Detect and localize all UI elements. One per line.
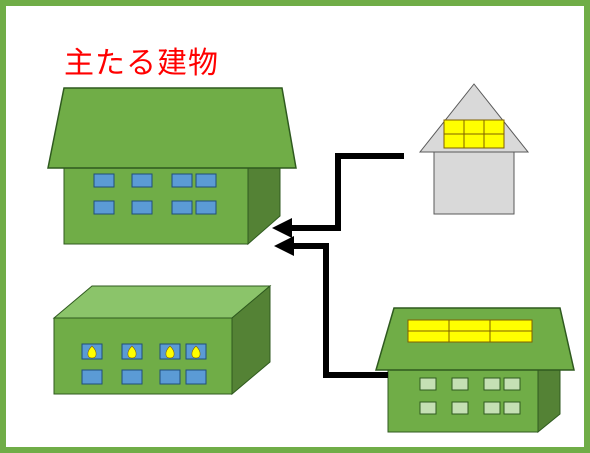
lit-window bbox=[185, 343, 207, 360]
window bbox=[419, 401, 437, 415]
window bbox=[451, 401, 469, 415]
window bbox=[93, 173, 115, 188]
lit-window bbox=[121, 343, 143, 360]
window bbox=[503, 401, 521, 415]
lit-window bbox=[81, 343, 103, 360]
small-house-wall bbox=[433, 151, 515, 215]
small-house-icon bbox=[418, 83, 530, 215]
main-building-label: 主たる建物 bbox=[64, 46, 219, 81]
window bbox=[171, 200, 193, 215]
window bbox=[93, 200, 115, 215]
window bbox=[451, 377, 469, 391]
annex-building-icon bbox=[375, 307, 575, 434]
window bbox=[419, 377, 437, 391]
box-building-with-lights-icon bbox=[52, 284, 272, 396]
window bbox=[159, 369, 181, 385]
window bbox=[195, 200, 217, 215]
connector-arrow-icon bbox=[272, 153, 404, 378]
main-building-roof bbox=[47, 87, 297, 169]
window bbox=[131, 200, 153, 215]
arrow-head bbox=[272, 218, 292, 238]
lit-window bbox=[159, 343, 181, 360]
arrow-head bbox=[274, 236, 294, 256]
window bbox=[503, 377, 521, 391]
window bbox=[185, 369, 207, 385]
window bbox=[121, 369, 143, 385]
window bbox=[131, 173, 153, 188]
window bbox=[171, 173, 193, 188]
main-building-icon bbox=[47, 87, 297, 246]
arrow-from-small-house bbox=[292, 153, 404, 231]
window bbox=[483, 377, 501, 391]
main-building-front-wall bbox=[63, 167, 249, 245]
window bbox=[81, 369, 103, 385]
window bbox=[483, 401, 501, 415]
arrow-from-annex bbox=[294, 243, 388, 378]
window bbox=[195, 173, 217, 188]
